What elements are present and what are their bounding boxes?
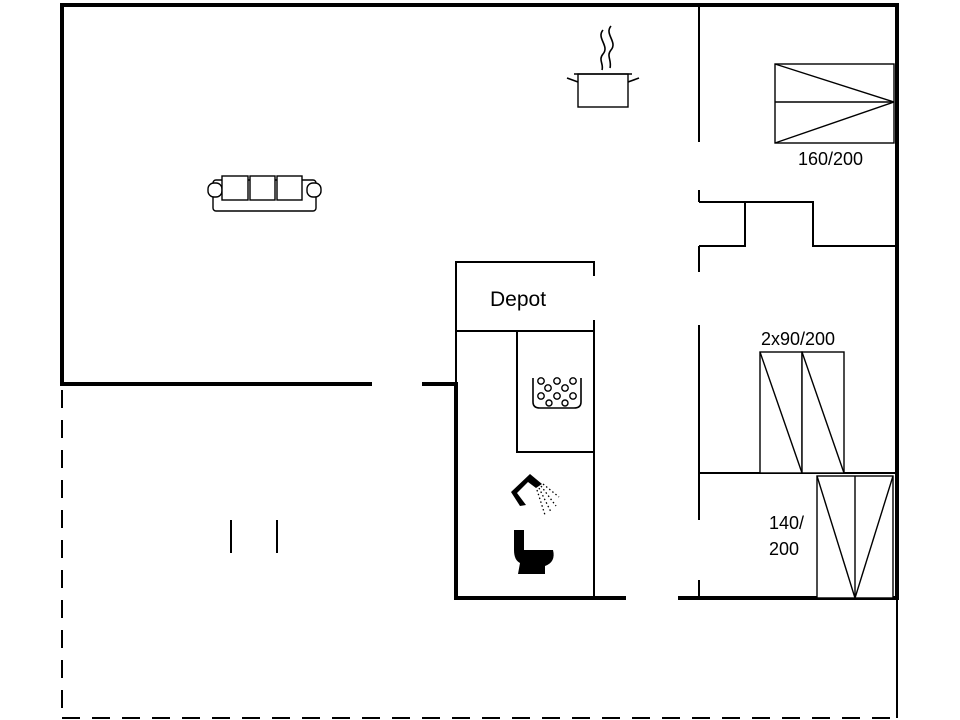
- outer-walls: [60, 3, 899, 600]
- bed-size-label-top: 160/200: [798, 149, 863, 169]
- bed-size-label-bottom-line1: 140/: [769, 513, 804, 533]
- bed-size-label-twin: 2x90/200: [761, 329, 835, 349]
- sofa-icon: [207, 175, 322, 212]
- depot-label: Depot: [490, 288, 546, 311]
- bed-twin: [759, 351, 845, 474]
- shower-icon: [511, 474, 560, 516]
- sauna-stones-icon: [532, 377, 582, 409]
- bed-double-top: [774, 63, 895, 144]
- cooking-pot-icon: [566, 25, 640, 108]
- terrace-outline: [61, 390, 898, 719]
- toilet-icon: [514, 530, 554, 574]
- bed-size-label-bottom-line2: 200: [769, 539, 799, 559]
- bed-double-bottom: [816, 475, 894, 599]
